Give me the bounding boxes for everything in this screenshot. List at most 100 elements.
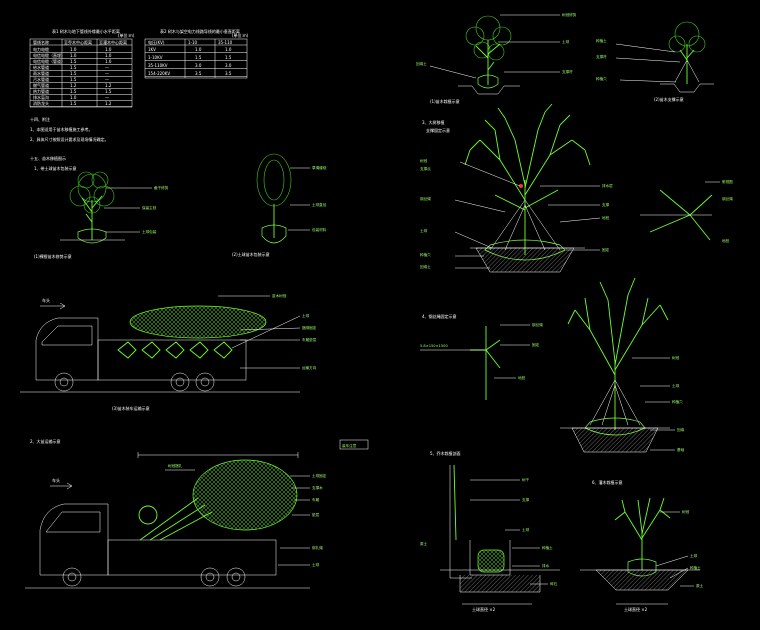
section-3-sub: 支撑固定示意	[426, 127, 450, 133]
table-1-cell: 1.0	[70, 95, 77, 100]
table-1-header-1: 至乔木中心距离	[64, 39, 92, 45]
section-a-heading: 十五、苗木移植图示	[30, 155, 66, 161]
notes-line-1: 1、本图适用于苗木移植施工参考。	[30, 126, 93, 132]
section-3-label-12: 钢丝绳	[722, 196, 733, 201]
tree-a1-diagram: 截干修剪 保留主枝 土球包装 (1)裸根苗木修剪示意	[34, 171, 169, 259]
right-top-label-4: 支撑杆	[562, 69, 573, 74]
table-2-cell: 1KV	[148, 47, 156, 52]
section-6-label-1: 树冠	[682, 509, 690, 514]
table-1-cell: 热力管道	[33, 88, 49, 94]
tree-a1-label-3: 土球包装	[142, 229, 157, 234]
truck-1-direction-label: 车头	[42, 297, 50, 303]
section-3-label-10: 固定	[602, 247, 610, 252]
table-1-cell: 1.5	[70, 65, 77, 70]
section-4-label-4: 树冠	[672, 355, 680, 360]
section-4-heading: 4、钢丝绳固定示意	[422, 313, 457, 319]
table-1-cell: 1.5	[70, 59, 77, 64]
table-2-header-1: 1-10	[188, 40, 198, 45]
notes: 十四、附注 1、本图适用于苗木移植施工参考。 2、具体尺寸按照设计要求及现场情况…	[30, 116, 109, 171]
section-6-label-3: 种植土	[690, 565, 701, 570]
table-1-cell: —	[105, 77, 109, 82]
table-2-unit: (单位:m)	[232, 32, 249, 38]
section-5-label-7: 原土	[420, 541, 428, 546]
tree-a2-label-1: 草绳缠绕	[312, 165, 327, 170]
section-3-label-8: 支撑	[602, 202, 610, 207]
section-4-label-6: 种植穴	[672, 399, 683, 404]
section-3-label-11: 俯视图	[722, 179, 733, 184]
table-1-cell: 1.0	[105, 59, 112, 64]
section-6-heading: 6、灌木栽植示意	[592, 479, 623, 485]
section-6-dim: 土球直径 ×2	[624, 606, 648, 612]
truck-2-label-2: 土球固定	[312, 473, 327, 478]
table-2: 表2 树木与架空电力线路导线的最小垂直距离 (单位:m) 电压(KV) 1-10…	[144, 28, 249, 79]
table-1-cell: 1.5	[70, 71, 77, 76]
section-3-label-2: 支撑点	[420, 166, 431, 171]
table-2-cell: 1.0	[225, 47, 232, 52]
table-1-cell: 排水盲沟	[33, 94, 49, 100]
truck-2-heading: 2、大苗运输示意	[30, 438, 61, 444]
table-2-cell: 3.5	[195, 71, 202, 76]
table-2-cell: 3.0	[195, 63, 202, 68]
truck-1-label-2: 土球	[302, 313, 310, 318]
section-4-label-1: 钢丝绳	[532, 322, 543, 327]
truck-1-label-5: 运输方向	[302, 365, 317, 370]
section-5-label-3: 土球	[522, 527, 530, 532]
truck-1-label-3: 捆绑固定	[302, 325, 317, 330]
truck-2-label-5: 垫层	[312, 512, 320, 517]
table-1-cell: 污水管道	[33, 76, 49, 82]
table-1-cell: 1.5	[105, 89, 112, 94]
section-6-diagram: 6、灌木栽植示意 树冠 土球 种植土 原土 土球直径 ×2	[580, 479, 704, 612]
table-1-cell: 燃气管道	[33, 82, 49, 88]
truck-1-diagram: 车头 苗木树冠 土球 捆绑固定 车厢垫层 运输方向 (3)苗木装车运输示意	[20, 293, 317, 411]
table-1-cell: 1.0	[70, 53, 77, 58]
truck-2-tag: 装车注意	[342, 443, 357, 448]
section-3-label-1: 树冠	[420, 158, 428, 163]
section-4-label-2: 固定	[532, 342, 540, 347]
table-2-header-2: 35-110	[218, 40, 233, 45]
section-4-diagram: 4、钢丝绳固定示意 5.8×150×1500 钢丝绳 固定 地桩 树冠 土球 种…	[420, 277, 685, 453]
notes-heading: 十四、附注	[30, 116, 50, 122]
tree-a1-caption: (1)裸根苗木修剪示意	[34, 253, 72, 259]
table-2-cell: 1.5	[195, 55, 202, 60]
right-top-label-7: 种植穴	[596, 76, 607, 81]
table-2-cell: 154-220KV	[148, 71, 170, 76]
section-3-label-13: 地桩	[722, 238, 730, 243]
table-1-cell: 1.2	[105, 101, 112, 106]
table-1-cell: 电信电缆（管道）	[33, 58, 65, 64]
section-3-heading: 3、大树移植	[422, 119, 445, 125]
section-4-label-8: 基础	[677, 447, 685, 452]
tree-a1-label-2: 保留主枝	[142, 205, 157, 210]
section-4-spec: 5.8×150×1500	[420, 344, 448, 348]
section-5-diagram: 5、乔木栽植剖面 树干 支撑 土球 种植土 排水 碎石 原土 土球直径 ×2	[420, 450, 560, 612]
right-top-label-5: 种植土	[596, 38, 607, 43]
right-top-trees: 树冠修剪 土球 回填土 支撑杆 (1)苗木栽植示意 种植土 支撑杆 种植穴 (2…	[416, 12, 714, 104]
table-1-cell: 1.2	[105, 83, 112, 88]
tree-a2-diagram: 草绳缠绕 土球直径 包装材料 (2)土球苗木包装示意	[232, 153, 327, 257]
table-1-cell: 1.0	[105, 47, 112, 52]
table-1-border	[29, 38, 133, 108]
section-3-label-3: 钢丝绳	[420, 196, 431, 201]
right-top-caption-1: (1)苗木栽植示意	[430, 98, 460, 104]
truck-2-direction-label: 车头	[52, 477, 60, 483]
table-2-cell: 1.5	[225, 55, 232, 60]
large-tree-diagram: 3、大树移植 支撑固定示意 树冠 支撑点 钢丝绳 土球 种植穴 回填土 排水层 …	[420, 103, 733, 273]
right-top-label-1: 树冠修剪	[562, 12, 577, 17]
truck-2-tag-box	[339, 439, 369, 450]
truck-1-label-1: 苗木树冠	[272, 293, 287, 298]
section-4-label-7: 回填	[677, 427, 685, 432]
truck-2-label-7: 土球	[312, 562, 320, 567]
truck-2-diagram: 2、大苗运输示意 装车注意 车头 树冠捆扎 土球固定 支撑木 车厢 垫层 绑扎绳…	[25, 438, 369, 589]
table-2-title: 表2 树木与架空电力线路导线的最小垂直距离	[160, 28, 240, 34]
table-2-border	[144, 38, 248, 79]
table-1-cell: 1.2	[70, 83, 77, 88]
table-1-unit: (单位:m)	[118, 32, 135, 38]
section-3-label-4: 土球	[420, 228, 428, 233]
table-2-header-0: 电压(KV)	[148, 39, 165, 45]
truck-2-label-6: 绑扎绳	[312, 545, 323, 550]
table-1-cell: 雨水管道	[33, 70, 49, 76]
truck-2-label-3: 支撑木	[312, 485, 323, 490]
section-3-label-5: 种植穴	[420, 252, 431, 257]
table-1-cell: 给水管道	[33, 64, 49, 70]
